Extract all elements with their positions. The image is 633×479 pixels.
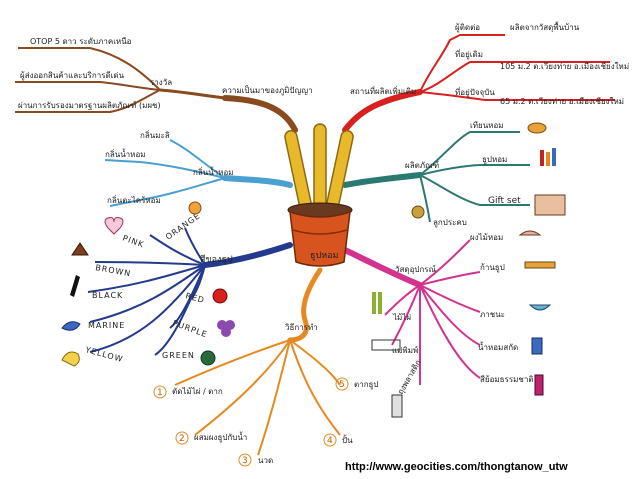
heart-icon <box>104 217 124 235</box>
material-sticks: ก้านธูป <box>480 263 505 273</box>
origin-leaf-new-address-label: ที่อยู่ปัจจุบัน <box>455 86 495 98</box>
award-otop: OTOP 5 ดาว ระดับภาคเหนือ <box>30 37 132 46</box>
step-4-text: ปั้น <box>342 434 353 445</box>
step-4-number: 4 <box>327 436 333 446</box>
source-url: http://www.geocities.com/thongtanow_utw <box>345 461 568 473</box>
incense-stick-left <box>284 129 313 215</box>
step-5-circle <box>335 377 349 391</box>
branch-products: ผลิตภัณฑ์ เทียนหอม ธูปหอม Gift set ลูกปร… <box>342 121 566 228</box>
branch-source-label: ความเป็นมาของภูมิปัญญา <box>222 85 313 96</box>
origin-leaf-new-address: 65 ม.2 ต.เวียงท่าย อ.เมืองเชียงใหม่ <box>500 97 624 106</box>
scent-jasmine: กลิ่นมะลิ <box>140 129 170 140</box>
powder-bowl-icon <box>518 230 542 236</box>
material-fragrance: น้ำหอมสกัด <box>478 341 518 352</box>
product-giftset: Gift set <box>488 196 521 206</box>
branch-materials-label: วัสดุอุปกรณ์ <box>395 264 437 274</box>
color-brown: BROWN <box>95 263 132 278</box>
herbal-compress-icon <box>411 205 425 219</box>
banana-icon <box>61 351 80 367</box>
gift-set-icon <box>534 194 566 216</box>
color-pink: PINK <box>121 233 145 249</box>
plastic-bag-icon <box>391 394 403 418</box>
branch-origin: สถานที่ผลิตเพิ่มเติม ผู้ติดต่อ ผลิตจากวั… <box>342 21 629 133</box>
incense-pack-icon-3 <box>552 148 556 166</box>
step-2-circle <box>175 431 189 445</box>
pot-body <box>289 210 351 267</box>
black-marker-icon <box>70 275 80 297</box>
fish-icon <box>61 321 81 331</box>
material-bamboo: ไม้ไผ่ <box>392 313 411 322</box>
step-1-text: ตัดไม้ไผ่ / ตาก <box>172 387 223 396</box>
melon-icon <box>200 350 216 366</box>
origin-leaf-contact: ผู้ติดต่อ <box>455 23 480 33</box>
step-2-text: ผสมผงธูปกับน้ำ <box>194 431 247 443</box>
orange-fruit-icon <box>188 201 202 215</box>
container-icon <box>528 304 552 311</box>
material-plastic-bag: ถุงพลาสติก <box>396 358 423 396</box>
step-3-number: 3 <box>242 456 248 466</box>
center-label: ธูปหอม <box>310 251 339 261</box>
step-1-number: 1 <box>157 388 163 398</box>
stick-bundle-icon <box>524 261 556 269</box>
branch-process-label: วิธีการทำ <box>284 323 317 332</box>
origin-leaf-old-address: 105 ม.2 ต.เวียงท่าย อ.เมืองเชียงใหม่ <box>500 62 629 71</box>
step-3-text: นวด <box>258 456 273 465</box>
mold-icon <box>371 339 401 351</box>
branch-colors: สีของธูป PINK ORANGE BROWN BLACK RED MAR… <box>61 201 293 367</box>
grape-icon-3 <box>221 327 231 337</box>
bamboo-icon <box>372 292 376 314</box>
product-incense: ธูปหอม <box>482 155 507 165</box>
branch-materials: วัสดุอุปกรณ์ ผงไม้หอม ก้านธูป ไม้ไผ่ ภาช… <box>342 230 556 418</box>
color-green: GREEN <box>162 351 195 360</box>
product-candle: เทียนหอม <box>470 121 504 130</box>
color-orange: ORANGE <box>164 211 202 241</box>
branch-origin-label: สถานที่ผลิตเพิ่มเติม <box>350 85 416 96</box>
step-4-circle <box>323 433 337 447</box>
award-standard: ผ่านการรับรองมาตรฐานผลิตภัณฑ์ (มผช) <box>18 100 161 110</box>
color-marine: MARINE <box>88 321 125 330</box>
step-5-number: 5 <box>339 380 345 390</box>
branch-scent: กลิ่นน้ำหอม กลิ่นมะลิ กลิ่นน้ำหอม กลิ่นต… <box>104 129 293 207</box>
material-container: ภาชนะ <box>480 310 505 319</box>
branch-colors-label: สีของธูป <box>200 254 233 265</box>
brown-object-icon <box>71 242 89 256</box>
step-2-number: 2 <box>179 434 185 444</box>
candle-icon <box>527 122 547 134</box>
bamboo-icon-2 <box>378 292 382 314</box>
incense-pack-icon <box>540 150 544 166</box>
step-3-circle <box>238 453 252 467</box>
scent-lemongrass: กลิ่นตะไคร้หอม <box>107 194 161 205</box>
pot-stripe <box>292 229 348 235</box>
step-1-circle <box>153 385 167 399</box>
incense-stick-middle <box>313 123 327 215</box>
material-wood-powder: ผงไม้หอม <box>470 233 503 242</box>
award-exporter: ผู้ส่งออกสินค้าและบริการดีเด่น <box>20 71 125 81</box>
branch-source: ความเป็นมาของภูมิปัญญา รางวัล OTOP 5 ดาว… <box>15 37 313 133</box>
branch-products-label: ผลิตภัณฑ์ <box>405 160 439 170</box>
origin-leaf-1: ผลิตจากวัสดุพื้นบ้าน <box>510 21 580 32</box>
material-mold: แม่พิมพ์ <box>392 345 418 355</box>
incense-stick-right <box>325 129 354 215</box>
color-purple: PURPLE <box>171 318 208 339</box>
material-natural-dye: สีย้อมธรรมชาติ <box>480 375 534 384</box>
bottle-icon <box>531 337 543 355</box>
central-incense-pot: ธูปหอม <box>284 123 354 267</box>
product-compress: ลูกประคบ <box>433 218 467 228</box>
step-5-text: ตากธูป <box>354 380 379 390</box>
color-black: BLACK <box>92 291 123 300</box>
branch-process: วิธีการทำ 1 ตัดไม้ไผ่ / ตาก 2 ผสมผงธูปกั… <box>153 267 379 467</box>
origin-leaf-old-address-label: ที่อยู่เดิม <box>455 48 483 60</box>
branch-scent-label: กลิ่นน้ำหอม <box>193 166 234 177</box>
source-sublabel: รางวัล <box>150 78 172 87</box>
dye-bottle-icon <box>534 374 544 396</box>
scent-perfume: กลิ่นน้ำหอม <box>105 148 146 159</box>
incense-pack-icon-2 <box>546 152 550 166</box>
apple-icon <box>212 288 228 304</box>
